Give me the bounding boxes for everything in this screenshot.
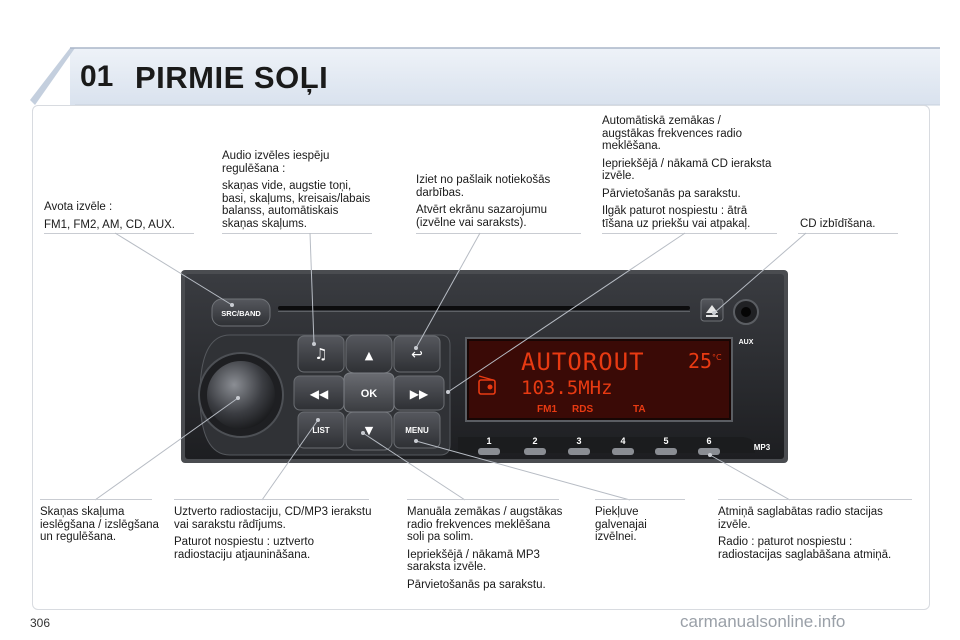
display-frequency: 103.5MHz	[521, 377, 613, 399]
src-band-label: SRC/BAND	[221, 309, 261, 318]
callout-eject: CD izbīdīšana.	[800, 218, 900, 236]
list-button[interactable]	[297, 411, 345, 449]
preset-button-1[interactable]	[478, 448, 500, 455]
display-ta: TA	[633, 404, 646, 415]
callout-rule	[44, 233, 194, 234]
callout-rule	[595, 499, 685, 500]
callout-rule	[174, 499, 369, 500]
callout-text: Piekļuve galvenajai izvēlnei.	[595, 506, 647, 543]
callout-rule	[222, 233, 372, 234]
escape-button[interactable]	[393, 335, 441, 373]
preset-number: 3	[576, 436, 581, 446]
preset-button-4[interactable]	[612, 448, 634, 455]
callout-memory: Atmiņā saglabātas radio stacijas izvēle.…	[718, 506, 918, 566]
volume-knob[interactable]	[207, 361, 275, 429]
callout-text: Automātiskā zemākas / augstākas frekvenc…	[602, 115, 742, 152]
preset-number: 5	[663, 436, 668, 446]
callout-autosearch: Automātiskā zemākas / augstākas frekvenc…	[602, 115, 772, 235]
preset-number: 4	[620, 436, 625, 446]
callout-volume: Skaņas skaļuma ieslēgšana / izslēgšana u…	[40, 506, 160, 549]
chapter-title: PIRMIE SOĻI	[135, 60, 329, 95]
callout-text: Uztverto radiostaciju, CD/MP3 ierakstu v…	[174, 506, 372, 531]
preset-button-6[interactable]	[698, 448, 720, 455]
callout-text: Paturot nospiestu : uztverto radiostacij…	[174, 536, 314, 561]
arrow-up-icon: ▲	[365, 349, 374, 362]
preset-strip: 1 2 3 4 5 6	[486, 436, 711, 446]
display-band: FM1	[537, 404, 557, 415]
preset-button-5[interactable]	[655, 448, 677, 455]
list-label: LIST	[312, 426, 329, 435]
callout-rule	[407, 499, 559, 500]
callout-rule	[798, 233, 898, 234]
callout-text: Pārvietošanās pa sarakstu.	[602, 187, 741, 200]
callout-text: Iziet no pašlaik notiekošās darbības.	[416, 174, 551, 199]
music-note-icon: ♫	[314, 345, 327, 363]
callout-text: skaņas vide, augstie toņi, basi, skaļums…	[222, 180, 371, 230]
menu-label: MENU	[405, 426, 429, 435]
arrow-down-icon: ▼	[365, 424, 374, 437]
callout-source: Avota izvēle : FM1, FM2, AM, CD, AUX.	[44, 201, 194, 236]
ok-button[interactable]	[343, 372, 395, 413]
callout-text: Skaņas skaļuma ieslēgšana / izslēgšana u…	[40, 506, 159, 543]
aux-label: AUX	[739, 339, 754, 346]
preset-button-3[interactable]	[568, 448, 590, 455]
callout-text: Audio izvēles iespēju regulēšana :	[222, 150, 330, 175]
eject-icon	[706, 305, 718, 317]
preset-button-2[interactable]	[524, 448, 546, 455]
callout-text: Atmiņā saglabātas radio stacijas izvēle.	[718, 506, 883, 531]
callout-text: FM1, FM2, AM, CD, AUX.	[44, 218, 175, 231]
leader-lines	[94, 232, 807, 501]
callout-manual: Manuāla zemākas / augstākas radio frekve…	[407, 506, 567, 596]
display-rds: RDS	[572, 404, 593, 415]
chapter-number: 01	[80, 60, 114, 93]
callout-text: Pārvietošanās pa sarakstu.	[407, 578, 546, 591]
callout-rule	[416, 233, 581, 234]
callout-rule	[40, 499, 152, 500]
callout-text: Atvērt ekrānu sazarojumu (izvēlne vai sa…	[416, 204, 548, 229]
callout-list: Uztverto radiostaciju, CD/MP3 ierakstu v…	[174, 506, 374, 566]
callout-exit: Iziet no pašlaik notiekošās darbības. At…	[416, 174, 576, 234]
watermark: carmanualsonline.info	[680, 612, 846, 631]
preset-number: 6	[706, 436, 711, 446]
fast-forward-icon: ▶▶	[410, 387, 429, 401]
ok-label: OK	[361, 388, 378, 400]
callout-text: Iepriekšējā / nākamā CD ieraksta izvēle.	[602, 157, 772, 183]
return-arrow-icon: ↩	[411, 347, 423, 363]
display-station-name: AUTOROUT	[521, 348, 645, 376]
callout-text: Avota izvēle :	[44, 201, 113, 213]
radio-signal-icon	[478, 379, 496, 395]
callout-rule	[718, 499, 912, 500]
mp3-label: MP3	[754, 443, 771, 452]
rewind-icon: ◀◀	[310, 387, 329, 401]
callout-text: CD izbīdīšana.	[800, 218, 876, 230]
callout-rule	[602, 233, 777, 234]
display-temperature: 25	[688, 349, 712, 373]
preset-number: 2	[532, 436, 537, 446]
callout-text: Ilgāk paturot nospiestu : ātrā tīšana uz…	[602, 205, 751, 230]
callout-text: Manuāla zemākas / augstākas radio frekve…	[407, 506, 563, 543]
callout-menu: Piekļuve galvenajai izvēlnei.	[595, 506, 670, 549]
display-temp-unit: °C	[712, 353, 722, 362]
callout-text: Radio : paturot nospiestu : radiostacija…	[718, 536, 892, 561]
callout-audio: Audio izvēles iespēju regulēšana : skaņa…	[222, 150, 372, 235]
callout-text: Iepriekšējā / nākamā MP3 saraksta izvēle…	[407, 548, 540, 574]
radio-display	[469, 341, 729, 418]
src-band-button[interactable]	[211, 298, 271, 327]
menu-button[interactable]	[393, 411, 441, 449]
audio-settings-button[interactable]	[297, 335, 345, 373]
page-number: 306	[30, 616, 51, 630]
preset-number: 1	[486, 436, 491, 446]
